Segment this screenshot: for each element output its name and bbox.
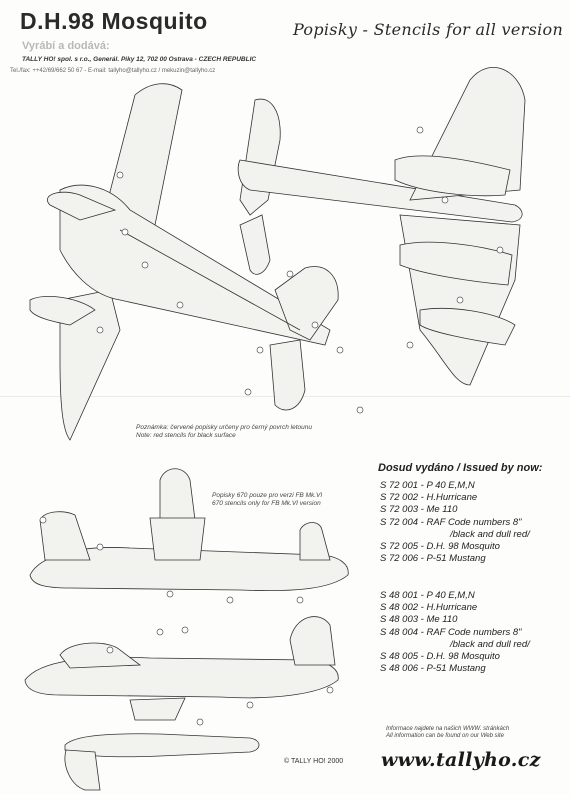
fb-note-czech: Popisky 670 pouze pro verzi FB Mk.VI [212,492,323,499]
list-item: /black and dull red/ [450,638,530,650]
fb-version-note: Popisky 670 pouze pro verzi FB Mk.VI 670… [212,492,322,508]
copyright: © TALLY HO! 2000 [284,758,344,765]
issued-list-48: S 48 001 - P 40 E,M,N S 48 002 - H.Hurri… [380,590,560,675]
note-czech: Poznámka: červené popisky určeny pro čer… [136,424,312,431]
top-view-lower-surface [237,67,526,386]
top-view-upper-surface [29,83,339,441]
list-item: S 48 006 - P-51 Mustang [380,663,486,675]
list-item: S 48 001 - P 40 E,M,N [380,590,475,601]
manufacturer-label: Vyrábí a dodává: [22,40,110,52]
list-item: S 72 005 - D.H. 98 Mosquito [380,541,500,553]
list-item: S 48 003 - Me 110 [380,614,458,626]
list-item: S 72 002 - H.Hurricane [380,492,478,504]
list-item: S 48 005 - D.H. 98 Mosquito [380,651,500,663]
side-view-lower [24,616,339,721]
list-item: S 72 003 - Me 110 [380,504,458,516]
list-item: S 48 004 - RAF Code numbers 8" [380,626,522,638]
note-english: Note: red stencils for black surface [136,432,236,439]
list-item: /black and dull red/ [450,528,530,540]
fb-note-english: 670 stencils only for FB Mk.VI version [212,500,321,507]
side-view-upper [29,468,349,592]
company-address: TALLY HO! spol. s r.o., Generál. Piky 12… [22,56,257,63]
list-item: S 48 002 - H.Hurricane [380,602,478,614]
side-view-bottom-fragment [64,733,260,791]
issued-heading: Dosud vydáno / Issued by now: [378,462,543,474]
list-item: S 72 004 - RAF Code numbers 8" [380,516,522,528]
list-item: S 72 001 - P 40 E,M,N [380,480,475,491]
info-czech: Informace najdete na našich WWW. stránká… [386,726,510,732]
issued-list-72: S 72 001 - P 40 E,M,N S 72 002 - H.Hurri… [380,480,560,565]
page-title: D.H.98 Mosquito [20,8,208,34]
company-contact: Tel./fax: ++42/69/662 50 67 - E-mail: ta… [10,68,216,74]
notes-block: Poznámka: červené popisky určeny pro čer… [136,424,312,440]
stencils-heading: Popisky - Stencils for all version [293,20,564,39]
info-english: All information can be found on our Web … [386,733,504,739]
website-info: Informace najdete na našich WWW. stránká… [386,726,509,740]
website-url[interactable]: www.tallyho.cz [381,749,541,771]
callout-markers [39,126,504,726]
list-item: S 72 006 - P-51 Mustang [380,553,486,565]
